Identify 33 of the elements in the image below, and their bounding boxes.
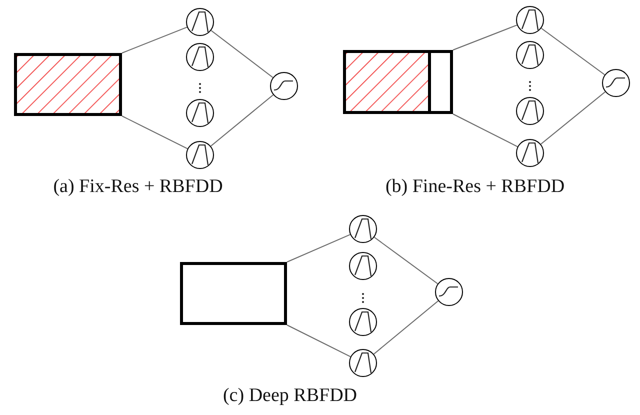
connection-line xyxy=(286,234,351,262)
rbf-neuron-circle xyxy=(516,97,544,125)
connection-line xyxy=(122,26,188,54)
connection-line xyxy=(210,30,274,78)
output-neuron-circle xyxy=(435,278,463,306)
panel-caption: (b) Fine-Res + RBFDD xyxy=(385,176,565,198)
output-neuron-circle xyxy=(270,72,298,100)
rbf-neuron-circle xyxy=(186,43,214,71)
output-neuron-circle xyxy=(602,69,630,97)
panel-caption: (a) Fix-Res + RBFDD xyxy=(53,176,223,198)
layer-box xyxy=(180,262,287,325)
rbf-neuron-circle xyxy=(349,252,377,280)
rbf-neuron-circle xyxy=(349,349,377,377)
connection-line xyxy=(210,94,274,147)
connection-line xyxy=(286,324,351,358)
panel-caption: (c) Deep RBFDD xyxy=(222,385,358,407)
rbf-neuron-circle xyxy=(186,8,214,36)
connection-line xyxy=(374,236,438,284)
rbf-neuron-circle xyxy=(516,41,544,69)
connection-line xyxy=(540,28,606,76)
rbf-neuron-circle xyxy=(186,99,214,127)
connection-line xyxy=(373,300,439,355)
rbf-neuron-circle xyxy=(349,215,377,243)
hatched-layer-box xyxy=(14,53,122,116)
connection-line xyxy=(122,116,188,150)
connection-line xyxy=(452,24,518,50)
hatched-layer-box xyxy=(343,50,453,114)
rbf-neuron-circle xyxy=(516,6,544,34)
rbf-neuron-circle xyxy=(186,141,214,169)
rbf-neuron-circle xyxy=(349,308,377,336)
connection-line xyxy=(540,91,606,145)
connection-line xyxy=(452,114,518,148)
rbf-neuron-circle xyxy=(516,139,544,167)
